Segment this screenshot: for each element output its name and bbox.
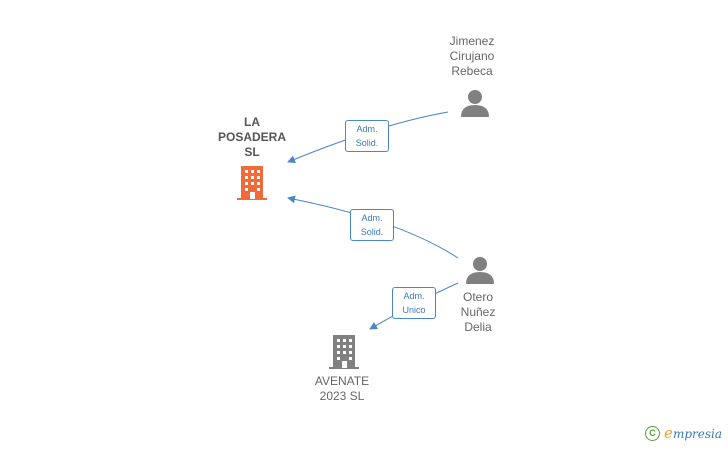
empresia-logo[interactable]: empresia <box>664 424 722 442</box>
copyright-icon: C <box>645 425 661 441</box>
brand-initial: e <box>664 424 673 442</box>
la-posadera-label[interactable]: LA POSADERA SL <box>217 115 286 159</box>
footer-brand: C empresia <box>645 424 722 442</box>
brand-name: mpresia <box>672 427 722 441</box>
edge-label-jimenez-adm-solid: Adm. Solid. <box>345 120 389 152</box>
avenate-building-icon <box>329 335 359 369</box>
edge-label-otero-adm-solid: Adm. Solid. <box>350 209 394 241</box>
la-posadera-building-icon <box>237 166 267 200</box>
edge-label-otero-adm-unico: Adm. Unico <box>392 287 436 319</box>
avenate-label[interactable]: AVENATE 2023 SL <box>314 374 370 403</box>
jimenez-person-icon <box>461 90 489 117</box>
jimenez-label[interactable]: Jimenez Cirujano Rebeca <box>449 34 495 78</box>
otero-label[interactable]: Otero Nuñez Delia <box>460 290 496 334</box>
otero-person-icon <box>466 257 494 284</box>
